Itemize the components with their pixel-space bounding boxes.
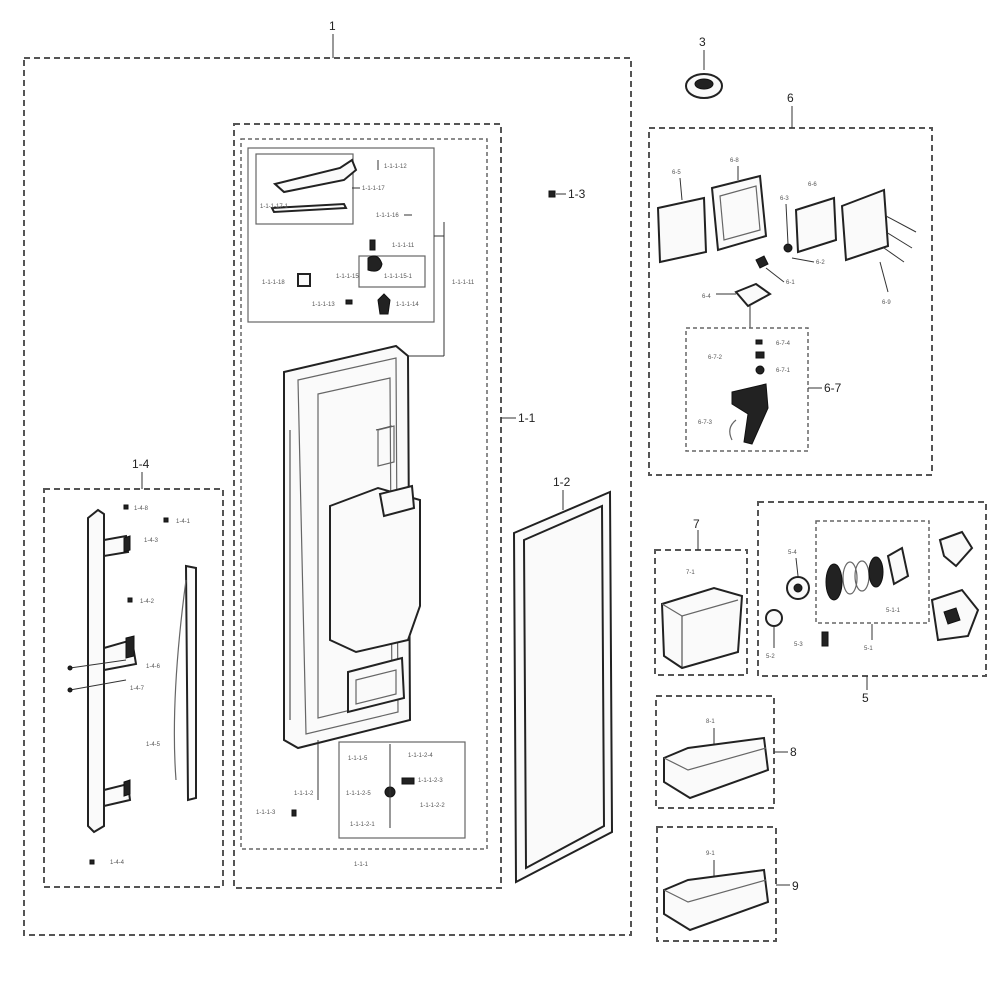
label-1: 1 xyxy=(329,19,336,33)
svg-text:1-1-1-11: 1-1-1-11 xyxy=(452,280,475,286)
bottom-subassembly-box xyxy=(338,741,466,839)
svg-text:6-7-1: 6-7-1 xyxy=(776,368,791,374)
part-7-1-bin xyxy=(660,586,744,670)
svg-text:1-4-5: 1-4-5 xyxy=(146,742,161,748)
group-1-1-1-box xyxy=(240,138,488,850)
svg-text:1-1-1-2-5: 1-1-1-2-5 xyxy=(346,791,371,797)
svg-text:6-3: 6-3 xyxy=(780,196,789,202)
svg-text:6-9: 6-9 xyxy=(882,300,891,306)
label-1-1-1: 1-1-1 xyxy=(354,862,369,868)
svg-text:1-1-1-5: 1-1-1-5 xyxy=(348,756,368,762)
svg-text:1-1-1-2-2: 1-1-1-2-2 xyxy=(420,803,445,809)
group-7-box xyxy=(654,549,748,676)
svg-text:1-1-1-15-1: 1-1-1-15-1 xyxy=(384,274,413,280)
svg-text:8-1: 8-1 xyxy=(706,719,715,725)
group-6-7-box xyxy=(685,327,809,452)
svg-text:5-2: 5-2 xyxy=(766,654,775,660)
svg-text:6-5: 6-5 xyxy=(672,170,681,176)
group-5-1-box xyxy=(815,520,930,624)
svg-text:1-4-7: 1-4-7 xyxy=(130,686,145,692)
label-1-4: 1-4 xyxy=(132,457,150,471)
group-9-box xyxy=(656,826,777,942)
svg-text:1-1-1-18: 1-1-1-18 xyxy=(262,280,285,286)
svg-text:1-4-6: 1-4-6 xyxy=(146,664,161,670)
svg-text:7-1: 7-1 xyxy=(686,570,695,576)
svg-text:1-4-1: 1-4-1 xyxy=(176,519,191,525)
bracket-subbox xyxy=(255,153,354,225)
svg-text:1-1-1-12: 1-1-1-12 xyxy=(384,164,407,170)
svg-text:9-1: 9-1 xyxy=(706,851,715,857)
svg-text:6-2: 6-2 xyxy=(816,260,825,266)
svg-text:1-1-1-15: 1-1-1-15 xyxy=(336,274,359,280)
svg-text:6-8: 6-8 xyxy=(730,158,739,164)
label-9: 9 xyxy=(792,879,799,893)
part-8-1-shelf xyxy=(663,736,770,800)
svg-text:6-7-2: 6-7-2 xyxy=(708,355,723,361)
svg-text:1-1-1-17: 1-1-1-17 xyxy=(362,186,385,192)
label-5: 5 xyxy=(862,691,869,705)
svg-text:1-1-1-17-1: 1-1-1-17-1 xyxy=(260,204,289,210)
part-9-1-shelf xyxy=(663,868,770,932)
group-1-1-box xyxy=(233,123,502,889)
svg-text:1-1-1-11: 1-1-1-11 xyxy=(392,243,415,249)
label-1-1: 1-1 xyxy=(518,411,536,425)
svg-text:1-1-1-3: 1-1-1-3 xyxy=(256,810,276,816)
top-subassembly-box xyxy=(247,147,435,323)
svg-text:1-1-1-2-1: 1-1-1-2-1 xyxy=(350,822,375,828)
label-8: 8 xyxy=(790,745,797,759)
label-7: 7 xyxy=(693,517,700,531)
label-1-2: 1-2 xyxy=(553,475,571,489)
svg-text:5-4: 5-4 xyxy=(788,550,797,556)
svg-text:6-1: 6-1 xyxy=(786,280,795,286)
svg-text:1-4-3: 1-4-3 xyxy=(144,538,159,544)
svg-text:5-1: 5-1 xyxy=(864,646,873,652)
door-handle xyxy=(87,508,105,834)
group-5-box xyxy=(757,501,987,677)
group-6-box xyxy=(648,127,933,476)
svg-text:1-1-1-2: 1-1-1-2 xyxy=(294,791,314,797)
svg-text:1-4-8: 1-4-8 xyxy=(134,506,149,512)
svg-text:1-1-1-2-4: 1-1-1-2-4 xyxy=(408,753,433,759)
svg-text:1-1-1-13: 1-1-1-13 xyxy=(312,302,335,308)
svg-text:6-6: 6-6 xyxy=(808,182,817,188)
svg-text:1-4-4: 1-4-4 xyxy=(110,860,125,866)
svg-text:1-1-1-14: 1-1-1-14 xyxy=(396,302,419,308)
svg-text:5-3: 5-3 xyxy=(794,642,803,648)
svg-text:1-1-1-2-3: 1-1-1-2-3 xyxy=(418,778,443,784)
svg-text:6-7-4: 6-7-4 xyxy=(776,341,791,347)
svg-text:5-1-1: 5-1-1 xyxy=(886,608,901,614)
svg-text:6-4: 6-4 xyxy=(702,294,711,300)
label-1-3: 1-3 xyxy=(568,187,586,201)
label-6-7: 6-7 xyxy=(824,381,842,395)
label-6: 6 xyxy=(787,91,794,105)
group-1-box xyxy=(23,57,632,936)
group-1-4-box xyxy=(43,488,224,888)
svg-text:1-4-2: 1-4-2 xyxy=(140,599,155,605)
svg-text:1-1-1-16: 1-1-1-16 xyxy=(376,213,399,219)
svg-text:6-7-3: 6-7-3 xyxy=(698,420,713,426)
label-3: 3 xyxy=(699,35,706,49)
